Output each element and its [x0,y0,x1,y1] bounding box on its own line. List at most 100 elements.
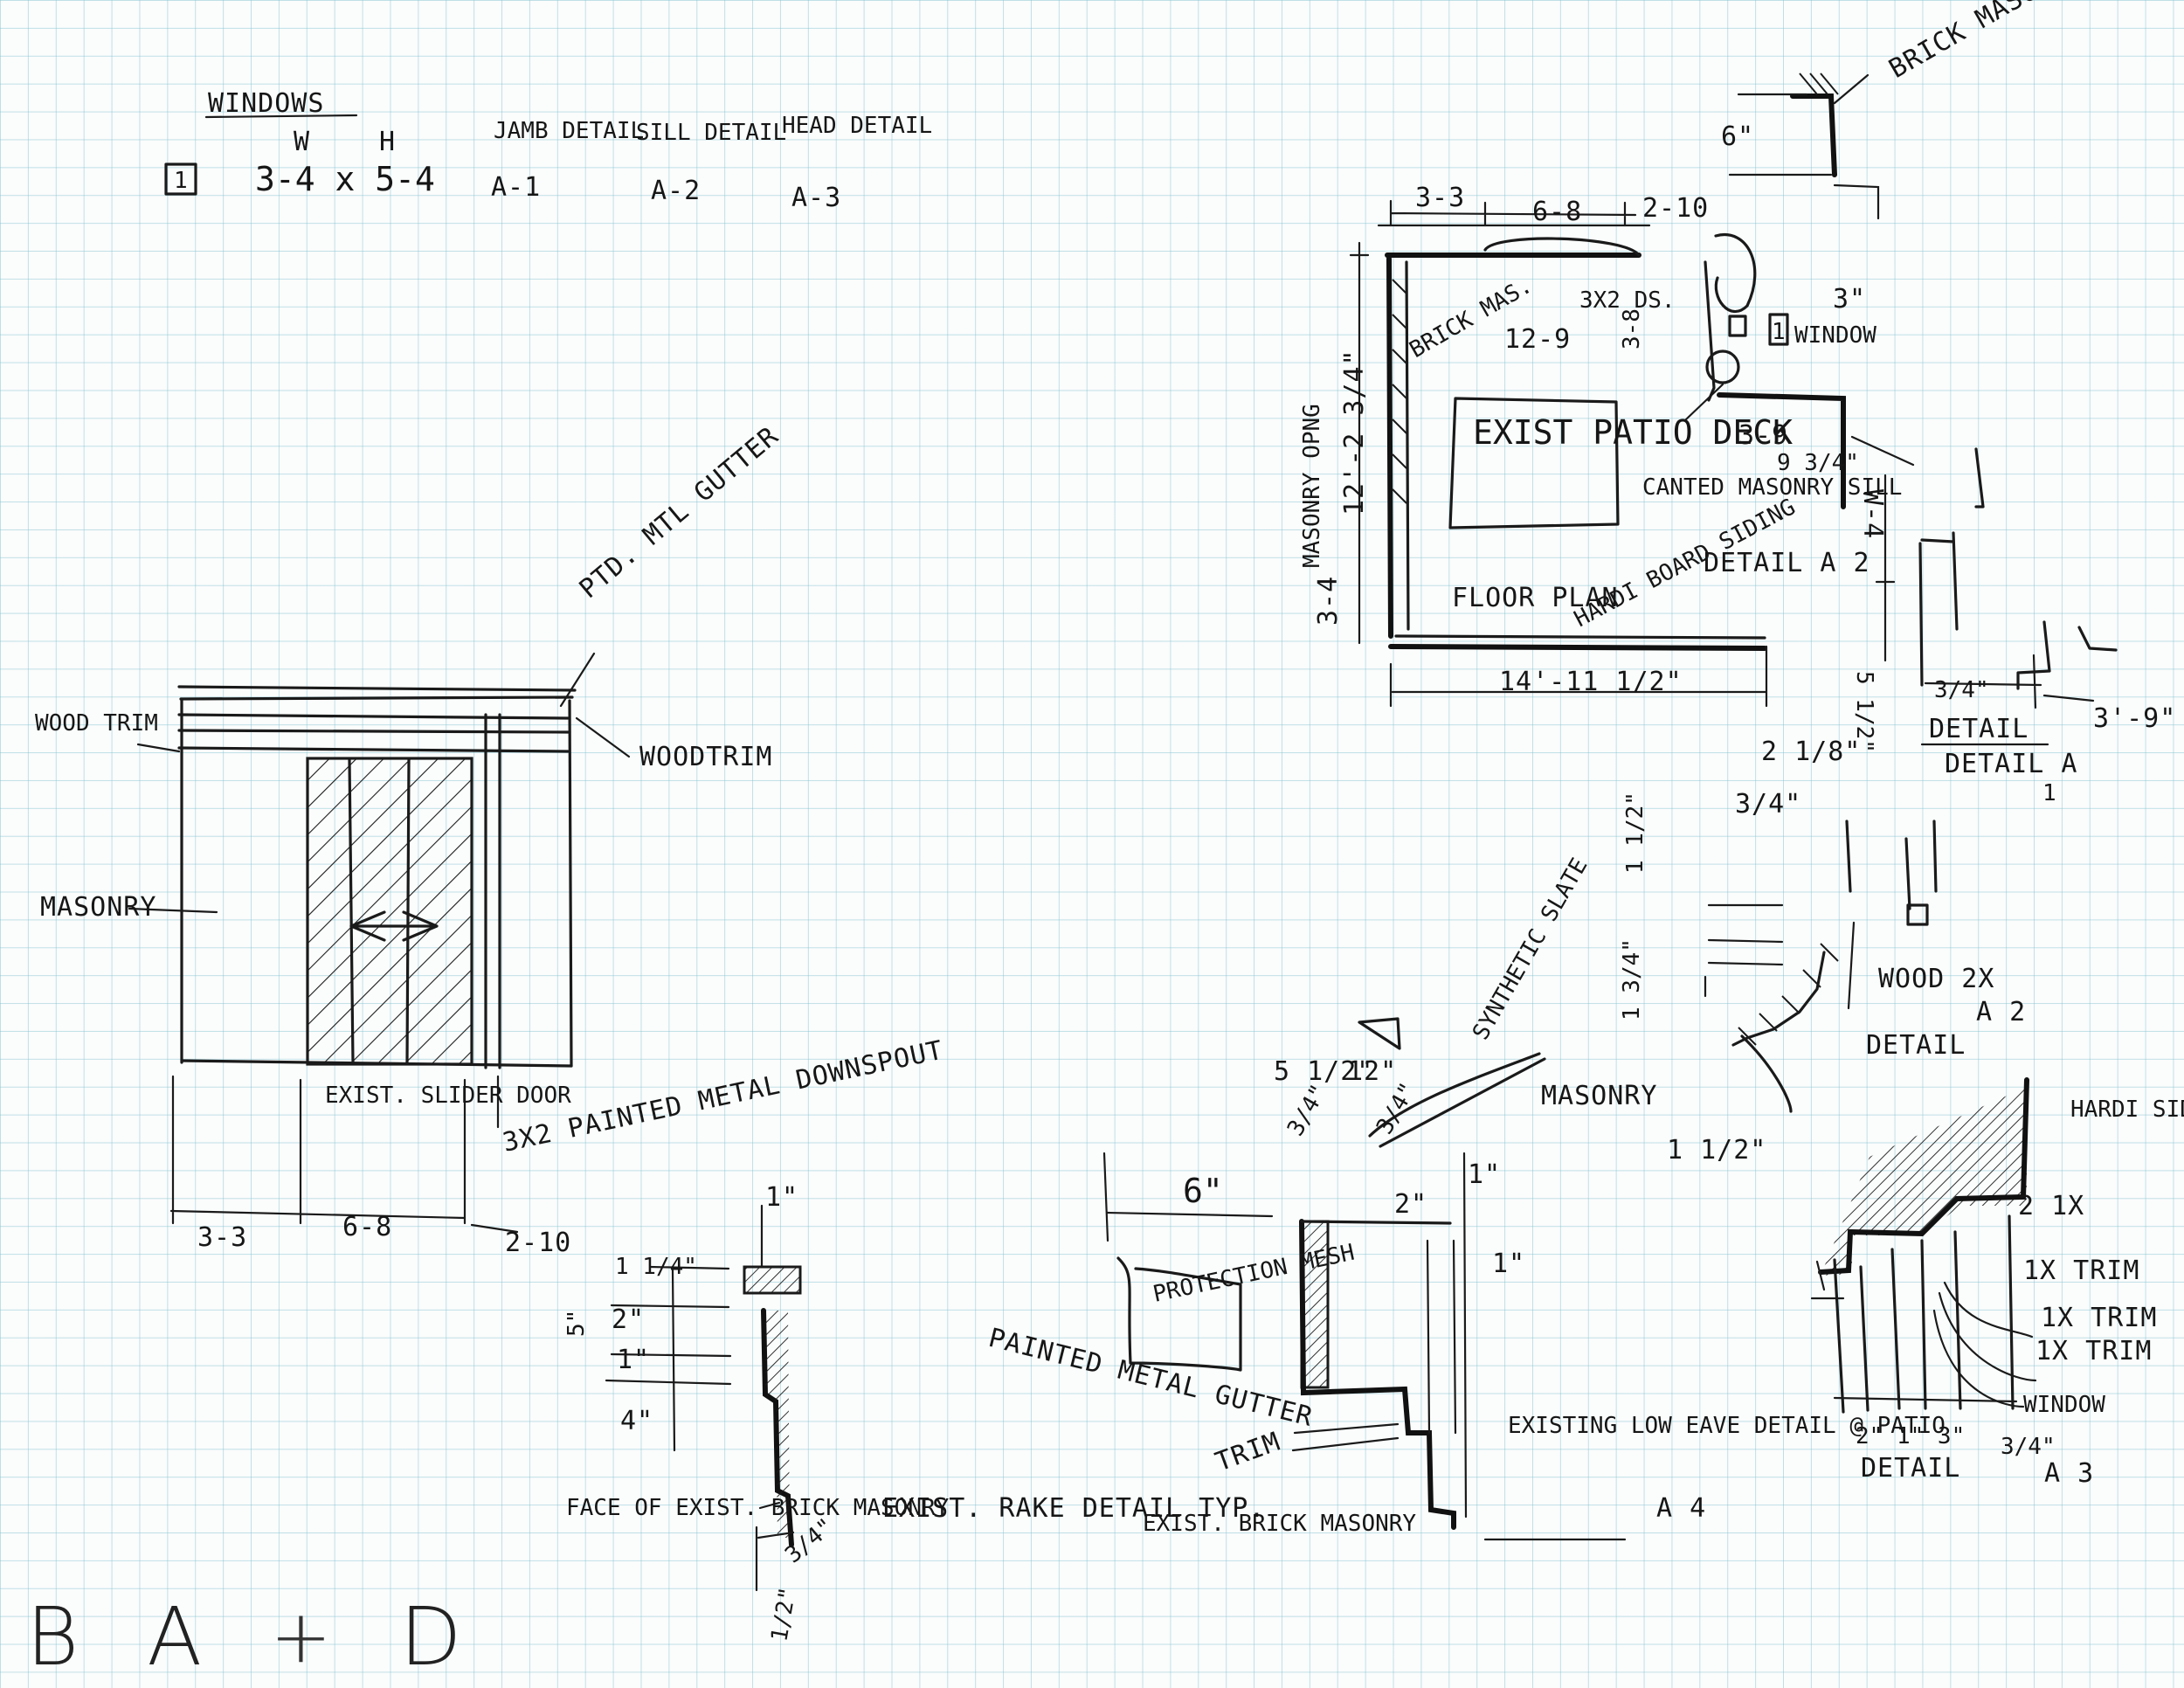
rake-dim-2: 2" [612,1304,645,1335]
schedule-col-sill: SILL DETAIL [636,120,786,146]
schedule-col-head: HEAD DETAIL [782,113,932,139]
plan-dim-top-1: 3-3 [1415,183,1465,213]
plan-dim-top-3: 2-10 [1642,193,1709,224]
plan-dim-w-4: W-4 [1857,489,1888,539]
eave-title: EXISTING LOW EAVE DETAIL @ PATIO [1508,1413,1946,1439]
floor-plan: BRICK MASONRY 6" 3-3 6-8 2-10 3" 3X2 DS.… [1299,0,2087,753]
slider-elevation: PTD. MTL GUTTER WOOD TRIM WOODTRIM MASON… [35,421,946,1258]
a2-dim-1-9: 1 1/2" [1667,1135,1766,1166]
a3-dim-3-4: 3/4" [2001,1434,2056,1460]
a2-label: DETAIL [1866,1030,1966,1061]
eave-gutter-note: PAINTED METAL GUTTER [985,1323,1316,1433]
schedule-title: WINDOWS [208,88,324,119]
a3-window: WINDOW [2023,1392,2105,1418]
a1-dim-3-4: 3/4" [1934,677,1989,703]
plan-slider-size: 3X2 DS. [1579,287,1676,314]
elev-wood-trim-right: WOODTRIM [639,742,773,772]
schedule-row-jamb: A-1 [491,172,541,203]
rake-dim-1-2: 1/2" [766,1585,801,1643]
rake-dim-1-1-4: 1 1/4" [615,1254,697,1280]
logo-d: D [399,1589,462,1684]
eave-slate-note: SYNTHETIC SLATE [1468,854,1593,1044]
elev-slider-note: EXIST. SLIDER DOOR [325,1083,571,1109]
eave-detail: 5 1/2" 12" 3/4" 3/4" SYNTHETIC SLATE 6" … [985,854,1946,1541]
a2-dim-1-1-2: 1 1/2" [1622,792,1648,874]
a1-title: DETAIL A [1945,749,2078,779]
schedule-row-head: A-3 [791,183,841,213]
a3-dims: 2" 1" 3" [1856,1423,1965,1449]
a2-dim-1-3-4: 1 3/4" [1619,938,1645,1020]
plan-patio-label: EXIST PATIO DECK [1473,413,1793,452]
a2-dim-2-1-8: 2 1/8" [1761,737,1861,767]
a3-label: DETAIL [1861,1453,1960,1484]
plan-dim-3-8: 3-8 [1619,308,1645,349]
logo-plus: + [270,1594,332,1679]
rake-dim-1: 1" [765,1182,798,1213]
schedule-col-w: W [294,127,310,157]
a3-trim-2x: 2 1X [2018,1191,2084,1221]
schedule-col-h: H [379,127,396,157]
a2-masonry: MASONRY [1541,1081,1657,1111]
rake-title: EXIST. RAKE DETAIL TYP. [882,1493,1265,1524]
plan-height-12: 12'-2 3/4" [1339,349,1370,515]
plan-window-label: WINDOW [1794,322,1876,349]
plan-detail-a2-ref: DETAIL A 2 [1704,548,1870,578]
plan-dim-3-9: 3-9 [1738,420,1788,451]
schedule-col-jamb: JAMB DETAIL [494,118,644,144]
schedule-row-tag: 1 [174,168,188,194]
elev-dim-3: 2-10 [505,1228,571,1258]
plan-masonry-opening: MASONRY OPNG [1299,404,1325,568]
plan-brick-masonry: BRICK MASONRY [1884,0,2087,85]
logo-b: B [26,1589,79,1684]
elev-dim-1: 3-3 [197,1222,247,1253]
logo-a: A [147,1589,203,1684]
rake-dim-4: 4" [620,1406,653,1436]
plan-floor-plan: FLOOR PLAN [1452,583,1619,613]
detail-a2: 2 1/8" 3/4" 1 1/2" 1 3/4" WOOD 2X MASONR… [1541,737,2026,1166]
a3-trim-1: 1X TRIM [2023,1256,2139,1286]
a2-dim-3-4: 3/4" [1735,789,1801,820]
a1-label: DETAIL [1929,714,2028,744]
schedule-row-size: 3-4 x 5-4 [255,160,435,198]
a2-ref: A 2 [1976,997,2026,1027]
plan-window-tag: 1 [1772,319,1786,345]
plan-dim-5-1-2: 5 1/2" [1851,671,1877,753]
eave-pitch-a: 5 1/2" [1274,1056,1373,1087]
eave-pitch-b: 12" [1347,1056,1397,1087]
rake-dim-1b: 1" [617,1345,650,1375]
plan-dim-3-4: 3-4 [1313,576,1344,626]
plan-canted-sill: CANTED MASONRY SILL [1642,474,1902,501]
rake-dim-5: 5" [563,1310,590,1337]
eave-ref: A 4 [1656,1493,1706,1524]
a3-trim-2: 1X TRIM [2041,1303,2157,1333]
firm-logo: B A + D [26,1590,461,1684]
eave-dim-6: 6" [1183,1172,1223,1210]
window-schedule: WINDOWS W H JAMB DETAIL SILL DETAIL HEAD… [164,88,932,213]
a2-wood-2x: WOOD 2X [1878,964,1994,994]
a3-ref: A 3 [2044,1458,2094,1489]
detail-a3: HARDI SIDI. 2 1X 1X TRIM 1X TRIM 1X TRIM… [1810,1077,2184,1489]
rake-face-note: FACE OF EXIST. BRICK MASONRY [566,1495,950,1521]
plan-dim-3in: 3" [1833,284,1866,315]
a3-hardi: HARDI SIDI. [2070,1097,2184,1123]
elev-masonry-note: MASONRY [40,892,156,923]
eave-brick-note: EXIST. BRICK MASONRY [1143,1511,1416,1537]
plan-bottom-dim: 14'-11 1/2" [1499,667,1683,697]
elev-wood-trim-left: WOOD TRIM [35,710,158,737]
eave-dim-3-4a: 3/4" [1282,1080,1332,1140]
elev-gutter-note: PTD. MTL GUTTER [574,421,785,605]
eave-trim-note: TRIM [1212,1427,1285,1478]
a1-num: 1 [2042,780,2056,806]
detail-a1: 3/4" 3'-9" DETAIL DETAIL A 1 [1918,447,2176,806]
elev-dim-2: 6-8 [342,1212,392,1242]
schedule-row-sill: A-2 [651,176,701,206]
plan-width-12-9: 12-9 [1504,324,1571,355]
plan-dim-6in: 6" [1721,121,1754,152]
eave-dim-1a: 1" [1468,1159,1501,1190]
eave-dim-2: 2" [1394,1189,1427,1220]
eave-dim-1b: 1" [1492,1249,1525,1279]
a1-dim-3-9: 3'-9" [2093,703,2176,734]
rake-detail: 1" 1 1/4" 2" 5" 1" 4" FACE OF EXIST. BRI… [563,1182,1265,1643]
